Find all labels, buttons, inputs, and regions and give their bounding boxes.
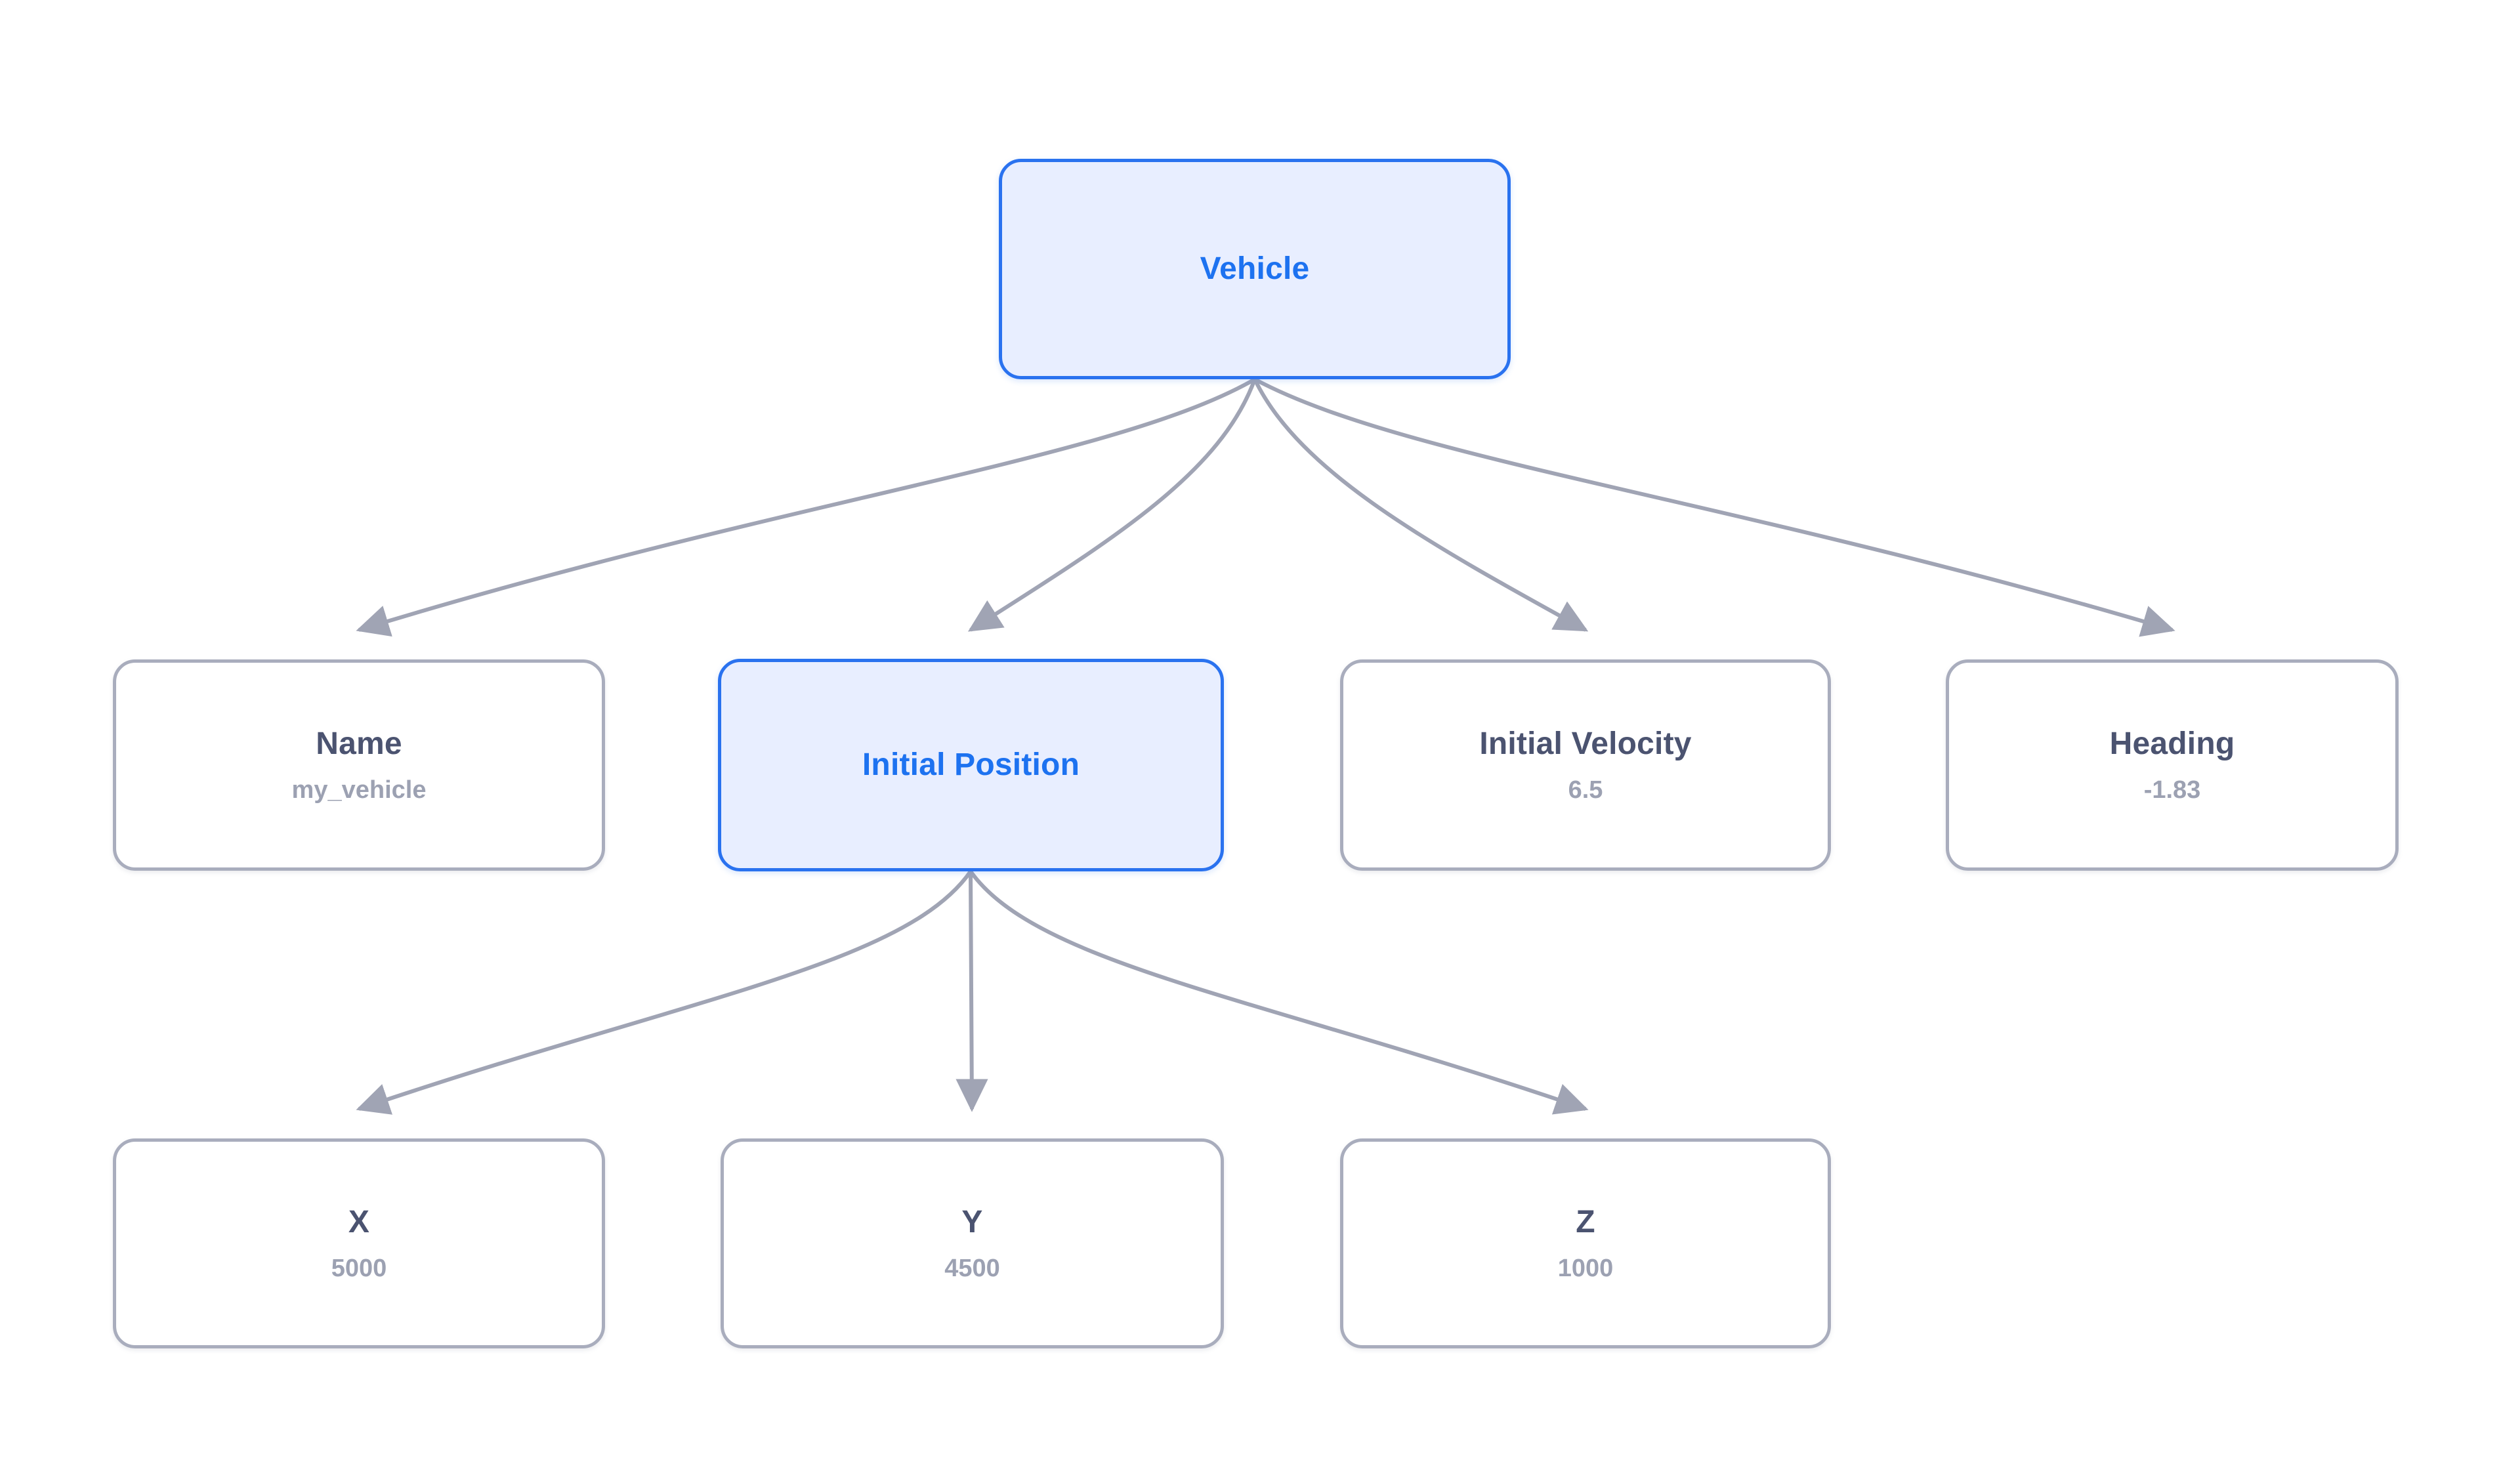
node-y[interactable]: Y 4500 xyxy=(721,1138,1224,1348)
node-heading[interactable]: Heading -1.83 xyxy=(1946,659,2399,871)
node-x[interactable]: X 5000 xyxy=(113,1138,605,1348)
node-heading-value: -1.83 xyxy=(2143,776,2201,804)
node-name-value: my_vehicle xyxy=(291,776,427,804)
node-z[interactable]: Z 1000 xyxy=(1340,1138,1831,1348)
node-y-value: 4500 xyxy=(944,1254,1000,1282)
node-z-title: Z xyxy=(1576,1204,1595,1239)
node-initial-velocity[interactable]: Initial Velocity 6.5 xyxy=(1340,659,1831,871)
node-x-title: X xyxy=(348,1204,370,1239)
node-y-title: Y xyxy=(961,1204,983,1239)
node-vehicle-title: Vehicle xyxy=(1200,251,1310,287)
edge-initial-position-to-x xyxy=(356,870,973,1115)
edge-initial-position-to-z xyxy=(969,870,1589,1115)
node-initial-velocity-value: 6.5 xyxy=(1568,776,1603,804)
node-initial-position[interactable]: Initial Position xyxy=(718,659,1224,871)
node-heading-title: Heading xyxy=(2109,726,2235,761)
edge-vehicle-to-initial-velocity xyxy=(1253,378,1589,632)
edge-vehicle-to-name xyxy=(356,377,1256,637)
edge-initial-position-to-y xyxy=(956,871,988,1112)
node-initial-position-title: Initial Position xyxy=(862,747,1080,783)
edge-vehicle-to-heading xyxy=(1253,377,2175,637)
node-x-value: 5000 xyxy=(331,1254,387,1282)
node-name-title: Name xyxy=(316,726,402,761)
node-z-value: 1000 xyxy=(1557,1254,1614,1282)
edge-vehicle-to-initial-position xyxy=(967,378,1257,632)
node-name[interactable]: Name my_vehicle xyxy=(113,659,605,871)
node-vehicle[interactable]: Vehicle xyxy=(999,159,1511,379)
node-initial-velocity-title: Initial Velocity xyxy=(1479,726,1692,761)
